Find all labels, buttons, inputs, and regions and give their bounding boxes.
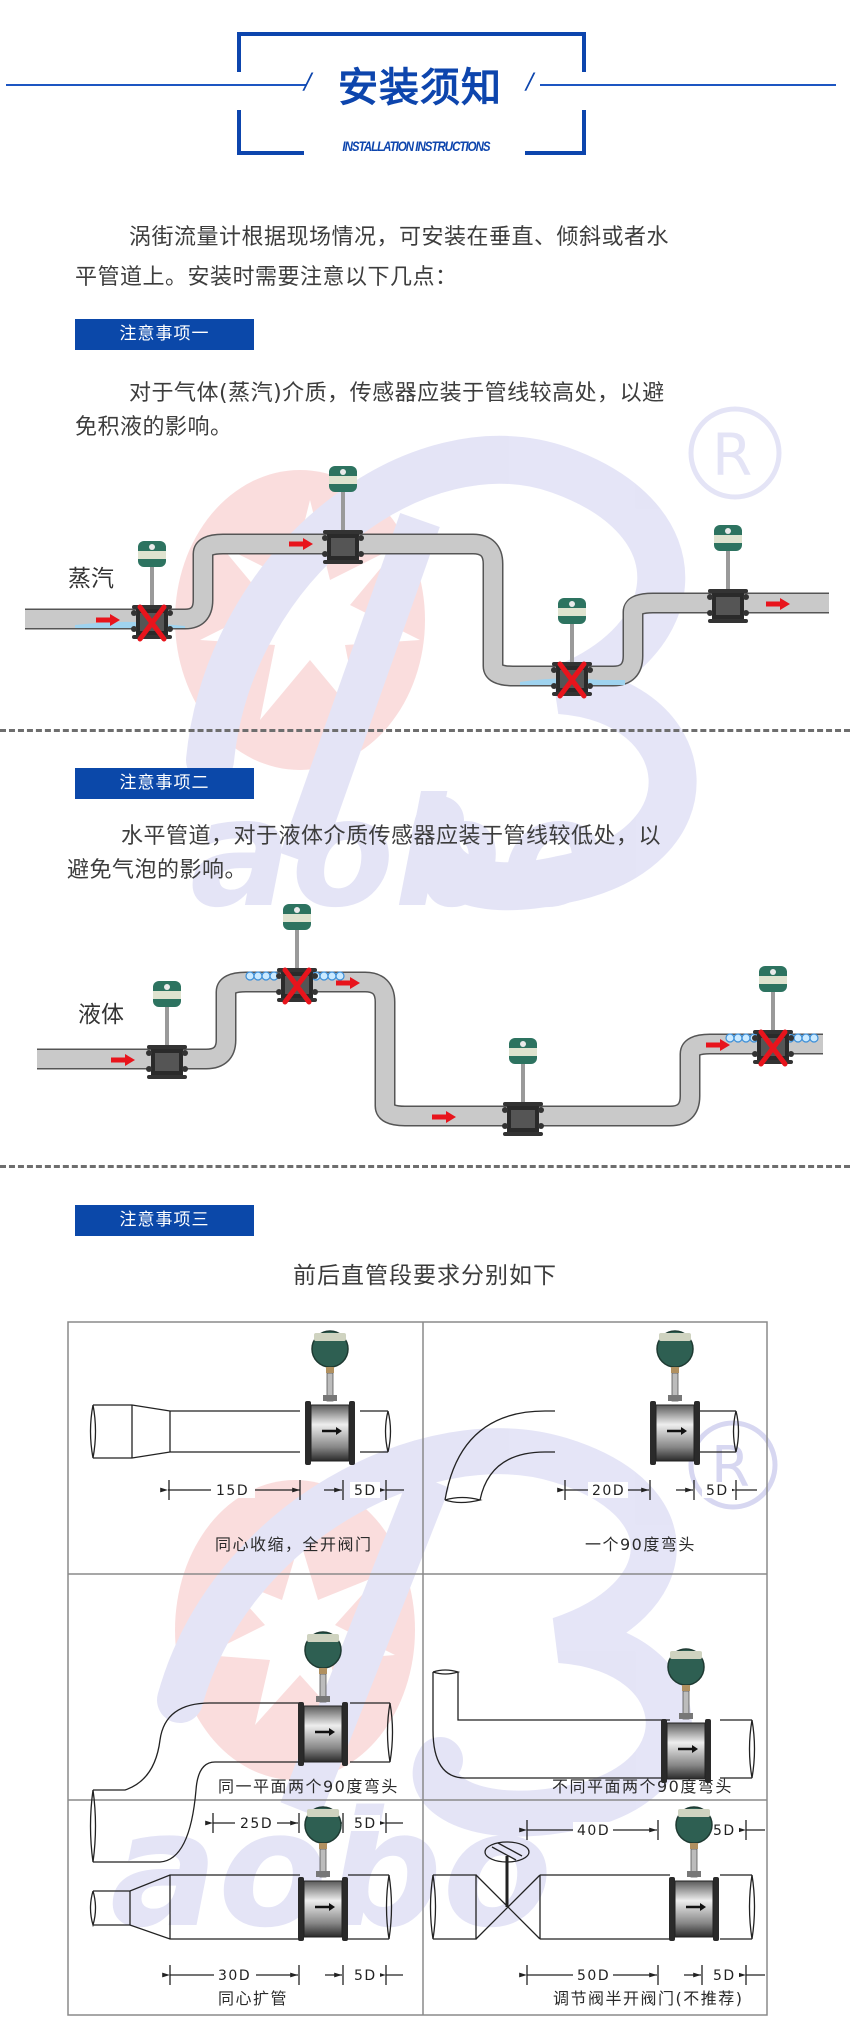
intro-line-2: 平管道上。安装时需要注意以下几点： xyxy=(75,265,458,290)
header-frame-bottom-left xyxy=(237,151,304,155)
downstream-length-5: 5D xyxy=(354,1968,377,1984)
header-frame-right-top xyxy=(582,32,586,72)
note-1-paragraph: 对于气体(蒸汽)介质，传感器应装于管线较高处，以避 免积液的影响。 xyxy=(75,377,665,445)
liquid-pipe-diagram xyxy=(37,904,823,1136)
section-divider-2 xyxy=(0,1165,850,1168)
page-subtitle: INSTALLATION INSTRUCTIONS xyxy=(342,138,490,154)
header-slash-right: / xyxy=(526,70,534,95)
note-tag-2: 注意事项二 xyxy=(75,768,254,799)
flowmeter-icon xyxy=(667,1805,721,1943)
upstream-length-2: 20D xyxy=(592,1483,625,1499)
downstream-length-4: 5D xyxy=(713,1823,736,1839)
cell-caption-5: 同心扩管 xyxy=(218,1989,289,2008)
note-1-line-2: 免积液的影响。 xyxy=(75,415,233,440)
intro-paragraph: 涡街流量计根据现场情况，可安装在垂直、倾斜或者水 平管道上。安装时需要注意以下几… xyxy=(75,218,669,298)
header-frame-bottom-right xyxy=(525,151,586,155)
note-tag-1: 注意事项一 xyxy=(75,319,254,350)
flowmeter-icon xyxy=(303,1329,357,1467)
flowmeter-icon xyxy=(659,1647,713,1785)
watermark-b-stem xyxy=(280,513,440,867)
header-line-left xyxy=(6,84,306,86)
cell-caption-2: 一个90度弯头 xyxy=(585,1535,696,1554)
cell-1-drawing xyxy=(89,1404,404,1500)
flowmeter-icon xyxy=(296,1805,350,1943)
registered-letter: R xyxy=(712,421,752,489)
cell-3-drawing xyxy=(89,1702,394,1863)
cell-6-drawing xyxy=(429,1841,765,1985)
upstream-length-6: 50D xyxy=(577,1968,610,1984)
steam-label: 蒸汽 xyxy=(68,566,114,592)
header-frame-top xyxy=(237,32,586,36)
upstream-length-3: 25D xyxy=(240,1816,273,1832)
header-frame-right-bottom xyxy=(582,110,586,155)
section-divider-1 xyxy=(0,729,850,732)
watermark-star-icon xyxy=(200,500,420,720)
watermark-text: aobo xyxy=(190,767,605,941)
downstream-length-2: 5D xyxy=(706,1483,729,1499)
note-tag-3: 注意事项三 xyxy=(75,1205,254,1236)
header-frame-left-top xyxy=(237,32,241,72)
liquid-label: 液体 xyxy=(78,1002,124,1028)
downstream-length-1: 5D xyxy=(354,1483,377,1499)
watermark-star-icon-2 xyxy=(205,1540,395,1725)
header-frame-left-bottom xyxy=(237,110,241,155)
note-1-line-1: 对于气体(蒸汽)介质，传感器应装于管线较高处，以避 xyxy=(129,381,665,406)
note-2-line-1: 水平管道，对于液体介质传感器应装于管线较低处，以 xyxy=(121,824,662,849)
downstream-length-3: 5D xyxy=(354,1816,377,1832)
upstream-length-1: 15D xyxy=(216,1483,249,1499)
straight-pipe-heading: 前后直管段要求分别如下 xyxy=(293,1263,557,1289)
note-2-paragraph: 水平管道，对于液体介质传感器应装于管线较低处，以 避免气泡的影响。 xyxy=(67,820,661,888)
cell-caption-3: 同一平面两个90度弯头 xyxy=(218,1777,399,1796)
cell-caption-1: 同心收缩，全开阀门 xyxy=(215,1535,373,1554)
page-title: 安装须知 xyxy=(338,65,502,111)
flowmeter-icon xyxy=(296,1630,350,1768)
watermark-b-letter xyxy=(186,435,697,911)
cell-caption-6: 调节阀半开阀门(不推荐) xyxy=(553,1989,744,2008)
note-2-line-2: 避免气泡的影响。 xyxy=(67,858,248,883)
registered-icon xyxy=(688,406,782,500)
header-slash-left: / xyxy=(304,70,312,95)
header-line-right xyxy=(540,84,836,86)
table-frame xyxy=(67,1321,768,2016)
cell-caption-4: 不同平面两个90度弯头 xyxy=(552,1777,733,1796)
upstream-length-4: 40D xyxy=(577,1823,610,1839)
cell-4-drawing xyxy=(432,1669,765,1840)
downstream-length-6: 5D xyxy=(713,1968,736,1984)
intro-line-1: 涡街流量计根据现场情况，可安装在垂直、倾斜或者水 xyxy=(129,225,670,250)
steam-pipe-diagram xyxy=(25,466,829,720)
registered-icon-2 xyxy=(688,1420,778,1510)
flowmeter-icon xyxy=(648,1329,702,1467)
upstream-length-5: 30D xyxy=(218,1968,251,1984)
